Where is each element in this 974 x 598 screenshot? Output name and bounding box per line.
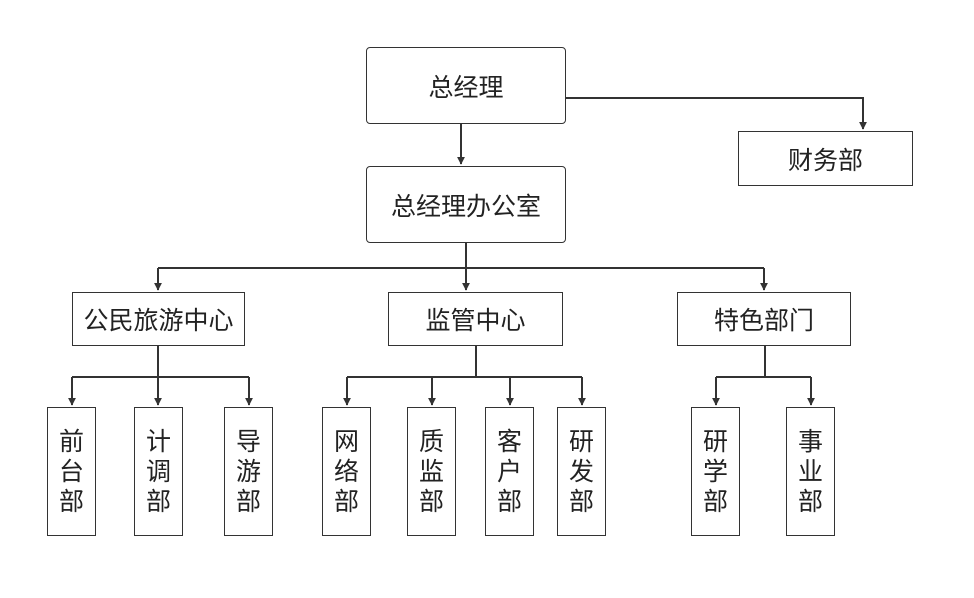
node-label: 前台部 [58, 426, 84, 516]
node-citizen-travel-center: 公民旅游中心 [72, 292, 245, 346]
connector-gm-finance [566, 97, 867, 130]
node-label: 监管中心 [425, 306, 526, 335]
node-business: 事业部 [786, 407, 835, 536]
node-special-department: 特色部门 [677, 292, 851, 346]
node-label: 研发部 [568, 426, 594, 516]
node-supervision-center: 监管中心 [388, 292, 563, 346]
node-label: 网络部 [333, 426, 359, 516]
node-planning: 计调部 [134, 407, 183, 536]
node-gm-office: 总经理办公室 [366, 166, 566, 243]
node-label: 研学部 [702, 426, 728, 516]
node-label: 计调部 [145, 426, 171, 516]
node-label: 总经理 [428, 72, 504, 102]
node-network: 网络部 [322, 407, 371, 536]
node-label: 总经理办公室 [390, 191, 541, 221]
node-finance: 财务部 [738, 131, 913, 186]
node-label: 事业部 [797, 426, 823, 516]
node-guide: 导游部 [224, 407, 273, 536]
node-label: 特色部门 [713, 306, 814, 335]
node-front-desk: 前台部 [47, 407, 96, 536]
node-rnd: 研发部 [557, 407, 606, 536]
node-label: 财务部 [787, 145, 863, 175]
node-label: 质监部 [418, 426, 444, 516]
node-label: 导游部 [235, 426, 261, 516]
node-general-manager: 总经理 [366, 47, 566, 124]
node-study-travel: 研学部 [691, 407, 740, 536]
node-quality: 质监部 [407, 407, 456, 536]
node-label: 公民旅游中心 [83, 306, 234, 335]
node-customer: 客户部 [485, 407, 534, 536]
node-label: 客户部 [496, 426, 522, 516]
